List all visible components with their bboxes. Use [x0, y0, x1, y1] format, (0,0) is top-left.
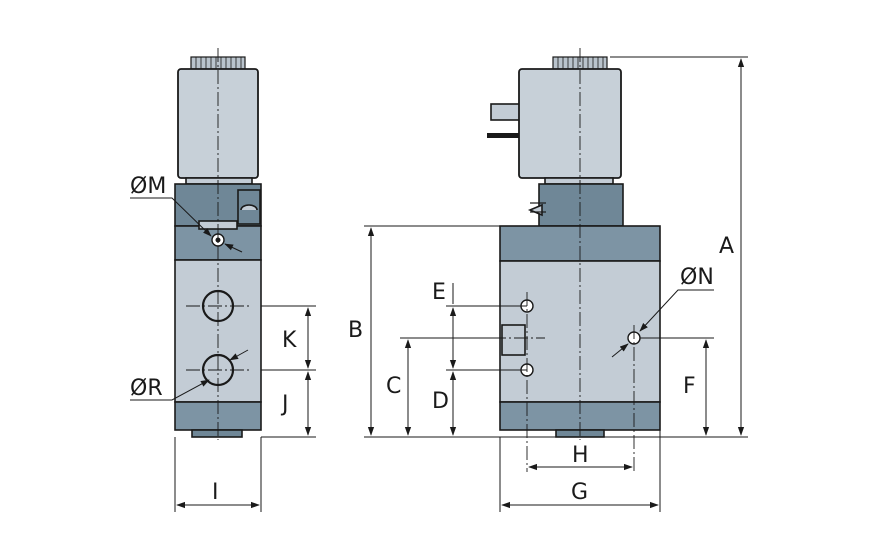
leader-m — [130, 197, 212, 237]
label-n: ØN — [680, 265, 714, 290]
front-adapter-screw — [527, 203, 543, 217]
label-j: J — [280, 392, 289, 417]
label-e: E — [432, 280, 446, 305]
label-r: ØR — [130, 376, 163, 401]
connector-pin — [487, 133, 520, 138]
label-k: K — [282, 328, 297, 353]
coil-base-ring — [185, 177, 253, 185]
front-solenoid-coil — [518, 68, 622, 179]
leader-n-2 — [611, 343, 629, 358]
side-view-dimensions — [130, 197, 316, 512]
manual-override — [501, 324, 526, 356]
label-a: A — [719, 234, 734, 259]
front-view — [470, 48, 661, 472]
leader-n — [639, 289, 714, 332]
label-f: F — [683, 374, 696, 399]
label-h: H — [572, 443, 589, 468]
front-coil-cap-knurl — [557, 57, 604, 69]
front-view-dimensions — [364, 56, 748, 512]
label-g: G — [571, 480, 588, 505]
label-d: D — [432, 389, 449, 414]
leader-r — [130, 379, 210, 401]
side-view — [174, 48, 262, 440]
leader-r-2 — [229, 349, 249, 361]
front-coil-base-ring — [544, 177, 614, 185]
label-i: I — [212, 480, 219, 505]
front-adapter-block — [538, 183, 624, 227]
dimension-labels: ØM ØR K J I B C E D A ØN F H G — [130, 174, 734, 505]
leader-m-2 — [224, 243, 243, 253]
coil-cap-knurl — [195, 57, 242, 69]
label-m: ØM — [130, 174, 166, 199]
label-c: C — [386, 374, 401, 399]
connector-tab — [490, 103, 521, 121]
base-foot — [191, 429, 243, 438]
pilot-port-m-center — [215, 237, 221, 243]
adapter-screw — [240, 204, 258, 211]
label-b: B — [348, 318, 363, 343]
